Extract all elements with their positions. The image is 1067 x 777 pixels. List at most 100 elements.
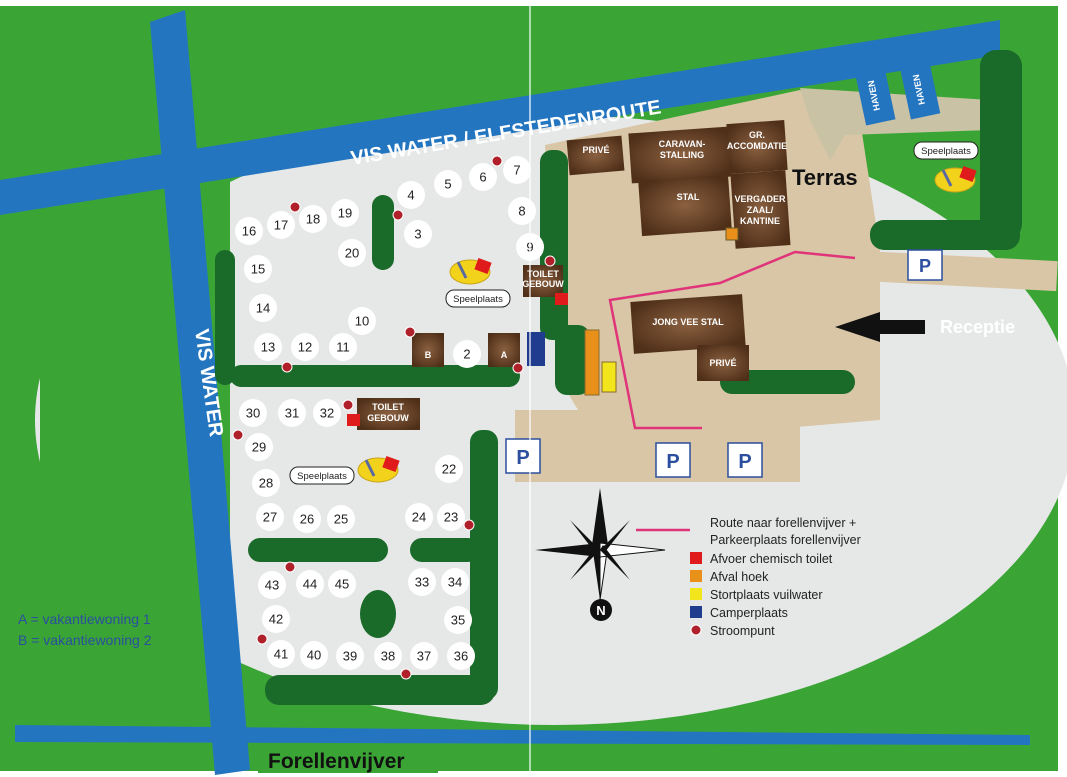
pitch-5-label: 5 xyxy=(444,177,451,192)
hedges xyxy=(215,50,1022,705)
pitch-33-marker xyxy=(408,568,436,596)
pitch-19-marker xyxy=(331,199,359,227)
pitch-11-label: 11 xyxy=(336,340,350,355)
label-caravan-2: STALLING xyxy=(660,150,704,160)
pitch-13-marker xyxy=(254,333,282,361)
pitch-16-label: 16 xyxy=(242,224,256,239)
pitch-43-marker xyxy=(258,571,286,599)
pitch-42-marker xyxy=(262,605,290,633)
power-point-6 xyxy=(512,362,524,374)
label-house-b: B xyxy=(425,350,432,360)
label-toilet-2b: GEBOUW xyxy=(367,413,409,423)
pitch-7-label: 7 xyxy=(513,163,520,178)
power-point-8 xyxy=(342,399,354,411)
pitch-30-marker xyxy=(239,399,267,427)
playground-1: Speelplaats xyxy=(445,257,511,308)
pitch-8-label: 8 xyxy=(518,204,525,219)
pitch-33-label: 33 xyxy=(415,575,429,590)
power-point-1 xyxy=(491,155,503,167)
label-caravan-1: CARAVAN- xyxy=(659,139,706,149)
label-toilet-1a: TOILET xyxy=(527,269,559,279)
pitch-42-label: 42 xyxy=(269,612,283,627)
power-point-7 xyxy=(281,361,293,373)
label-verg-2: ZAAL/ xyxy=(747,205,774,215)
pitch-6-marker xyxy=(469,163,497,191)
house-a xyxy=(488,333,520,367)
svg-text:P: P xyxy=(666,451,679,473)
power-point-10 xyxy=(463,519,475,531)
water-bottom xyxy=(15,725,1030,745)
svg-text:P: P xyxy=(919,256,931,276)
legend-swatch-2 xyxy=(690,570,702,582)
legend-swatch-4 xyxy=(690,606,702,618)
svg-text:P: P xyxy=(516,447,529,469)
legend-label-4: Camperplaats xyxy=(710,606,788,620)
power-point-4 xyxy=(544,255,556,267)
pitch-30-label: 30 xyxy=(246,406,260,421)
svg-text:P: P xyxy=(738,451,751,473)
north-label: N xyxy=(596,603,605,618)
legend-swatch-1 xyxy=(690,552,702,564)
building-toilet-2 xyxy=(357,398,420,430)
pitch-3-marker xyxy=(404,220,432,248)
pitch-22-marker xyxy=(435,455,463,483)
building-prive-1 xyxy=(566,135,625,176)
label-jong-vee: JONG VEE STAL xyxy=(652,317,724,327)
pitch-22-label: 22 xyxy=(442,462,456,477)
pitch-20-label: 20 xyxy=(345,246,359,261)
pitch-34-label: 34 xyxy=(448,575,462,590)
building-vergaderzaal xyxy=(730,170,791,249)
power-point-11 xyxy=(284,561,296,573)
receptie-arrow xyxy=(835,312,925,342)
water-left xyxy=(150,10,250,775)
power-point-2 xyxy=(392,209,404,221)
legend: Route naar forellenvijver + Parkeerplaat… xyxy=(636,516,861,638)
pitch-38-marker xyxy=(374,642,402,670)
power-point-13 xyxy=(400,668,412,680)
playground-2: Speelplaats xyxy=(289,455,400,485)
pitch-19-label: 19 xyxy=(338,206,352,221)
receptie-label: Receptie xyxy=(940,317,1015,337)
label-gr-2: ACCOMDATIE xyxy=(727,141,787,151)
pitch-2-label: 2 xyxy=(463,347,470,362)
compass-icon: N xyxy=(535,488,666,621)
pitch-25-marker xyxy=(327,505,355,533)
label-toilet-2a: TOILET xyxy=(372,402,404,412)
pitch-11-marker xyxy=(329,333,357,361)
legend-route-2: Parkeerplaats forellenvijver xyxy=(710,533,861,547)
label-verg-1: VERGADER xyxy=(734,194,786,204)
pitch-32-marker xyxy=(313,399,341,427)
pitch-44-label: 44 xyxy=(303,577,317,592)
stortplaats-vuilwater xyxy=(601,361,617,393)
pitch-35-marker xyxy=(444,606,472,634)
legend-label-5: Stroompunt xyxy=(710,624,775,638)
label-prive-2: PRIVÉ xyxy=(709,358,736,368)
buildings xyxy=(357,120,791,430)
power-points xyxy=(232,155,556,680)
pitch-36-marker xyxy=(447,642,475,670)
pitch-29-marker xyxy=(245,433,273,461)
pitch-25-label: 25 xyxy=(334,512,348,527)
legend-label-3: Stortplaats vuilwater xyxy=(710,588,823,602)
pitch-29-label: 29 xyxy=(252,440,266,455)
pitch-41-marker xyxy=(267,640,295,668)
pitch-7-marker xyxy=(503,156,531,184)
pitch-39-label: 39 xyxy=(343,649,357,664)
terras-label: Terras xyxy=(792,165,858,190)
pitch-37-label: 37 xyxy=(417,649,431,664)
pitch-31-label: 31 xyxy=(285,406,299,421)
pitch-4-marker xyxy=(397,181,425,209)
pitch-40-label: 40 xyxy=(307,648,321,663)
label-prive-1: PRIVÉ xyxy=(582,145,609,155)
power-point-3 xyxy=(289,201,301,213)
note-house-a: A = vakantiewoning 1 xyxy=(18,611,151,627)
pitch-18-label: 18 xyxy=(306,212,320,227)
parking-signs: P P P P xyxy=(505,249,943,478)
afval-hoek-2 xyxy=(725,227,739,241)
building-prive-2 xyxy=(697,345,749,381)
pitches: 2345678910111213141516171819202223242526… xyxy=(235,156,544,670)
label-verg-3: KANTINE xyxy=(740,216,780,226)
pitch-12-label: 12 xyxy=(298,340,312,355)
